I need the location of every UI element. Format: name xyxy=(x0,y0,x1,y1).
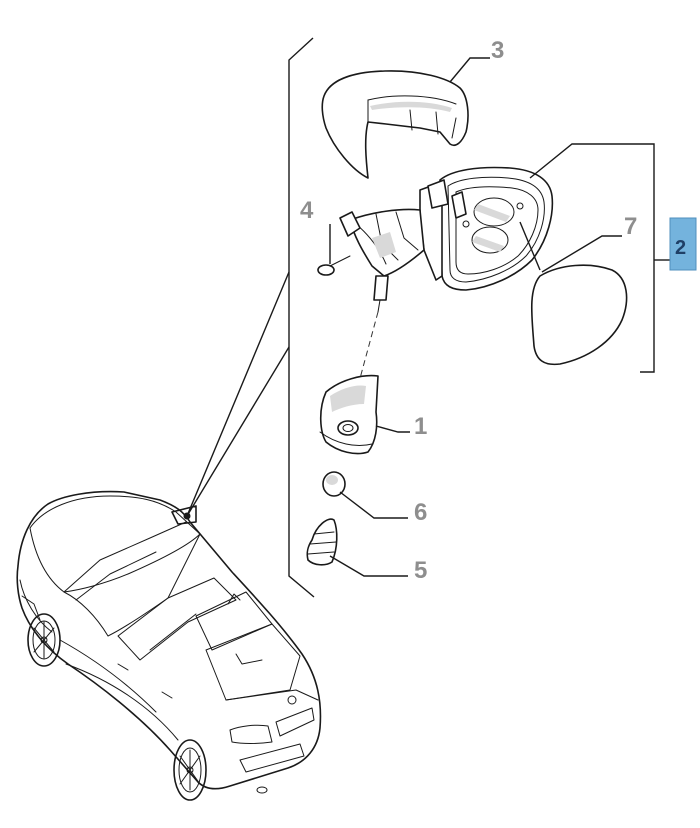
cable-boot-part-5 xyxy=(306,518,338,566)
callout-1: 1 xyxy=(414,413,427,440)
car-illustration xyxy=(16,490,322,801)
callout-6: 6 xyxy=(414,499,427,526)
callout-4: 4 xyxy=(300,197,314,224)
assembly-bracket xyxy=(288,37,315,598)
grommet-part-6 xyxy=(322,471,346,497)
mirror-glass-part-7 xyxy=(530,264,628,366)
mirror-assembly xyxy=(339,166,554,313)
screw-part-4 xyxy=(317,224,351,276)
group-2-bracket xyxy=(529,143,655,373)
housing-base-part-1 xyxy=(319,374,379,455)
group-badge-2: 2 xyxy=(669,217,697,271)
callout-5: 5 xyxy=(414,557,427,584)
callout-7: 7 xyxy=(624,213,637,240)
car-to-bracket-leaders xyxy=(186,271,290,517)
glass-leader xyxy=(519,221,541,271)
callout-2: 2 xyxy=(675,237,686,259)
callout-3: 3 xyxy=(491,37,504,64)
mirror-cover-part-3 xyxy=(321,70,469,179)
